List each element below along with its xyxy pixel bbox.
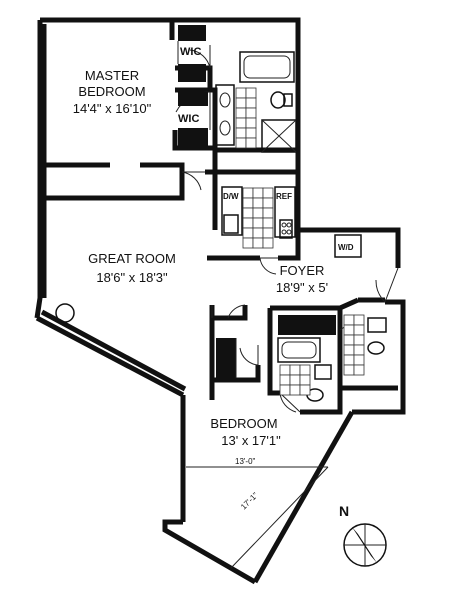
sink-icon (367, 317, 387, 333)
compass-needle-icon (352, 527, 377, 563)
compass: N (339, 503, 387, 567)
floor-tile (289, 384, 301, 396)
floor-tile (245, 87, 257, 99)
floor-tile (235, 117, 247, 129)
floor-tile (299, 364, 311, 376)
floor-tile (353, 364, 365, 376)
floor-tile (252, 197, 264, 209)
floor-tile (245, 97, 257, 109)
floor-tile (343, 324, 355, 336)
floor-tile (343, 344, 355, 356)
bedroom-closet (216, 338, 237, 378)
floor-tile (242, 197, 254, 209)
floor-tile (343, 314, 355, 326)
foyer-name: FOYER (280, 263, 325, 278)
floor-tile (252, 187, 264, 199)
sink-icon (314, 364, 332, 380)
floor-tile (235, 137, 247, 149)
cooktop-icon (279, 219, 293, 239)
dimension-lines: 13'-0" 17'-1" (186, 457, 329, 569)
wic-lower-label: WIC (178, 113, 199, 125)
floor-tile (242, 207, 254, 219)
master-bedroom-name: BEDROOM (78, 84, 145, 99)
master-bedroom-size: 14'4" x 16'10" (73, 101, 152, 116)
bathtub-icon (277, 337, 321, 363)
wic-upper-label: WIC (180, 46, 201, 58)
depth-dimension-line (230, 466, 329, 569)
floor-tile (353, 344, 365, 356)
floor-tile (245, 137, 257, 149)
floor-tile (242, 217, 254, 229)
bedroom-depth-dimension: 17'-1" (239, 491, 260, 512)
floor-tile (252, 227, 264, 239)
floor-tile (279, 384, 291, 396)
floor-tile (353, 324, 365, 336)
floor-tile (235, 127, 247, 139)
refrigerator-label: REF (276, 192, 292, 201)
second-bath-fixtures (277, 314, 387, 402)
floor-tile (289, 364, 301, 376)
dishwasher-label: D/W (223, 192, 239, 201)
toilet-icon (367, 341, 385, 355)
kitchen-counter (221, 186, 243, 236)
bedroom-name: BEDROOM (210, 416, 277, 431)
toilet-icon (270, 91, 286, 109)
bathtub-icon (239, 51, 295, 83)
floor-tile (289, 374, 301, 386)
floor-tile (262, 227, 274, 239)
room-labels: MASTER BEDROOM 14'4" x 16'10" GREAT ROOM… (73, 46, 328, 448)
shower-icon (261, 119, 297, 153)
wic-lower-shelving (178, 92, 208, 146)
wic-upper-shelving (177, 25, 206, 82)
floor-tile (279, 364, 291, 376)
washer-dryer-label: W/D (338, 243, 354, 252)
great-room-size: 18'6" x 18'3" (96, 270, 168, 285)
floor-tile (343, 334, 355, 346)
floor-tile (235, 107, 247, 119)
floor-tile (252, 217, 264, 229)
bedroom-width-dimension: 13'-0" (235, 457, 256, 466)
floor-tile (252, 237, 264, 249)
exterior-walls (34, 17, 406, 585)
floor-tile (279, 374, 291, 386)
floor-tile (262, 207, 274, 219)
floor-tile (262, 217, 274, 229)
floor-tile (343, 364, 355, 376)
floor-tile (252, 207, 264, 219)
floor-tile (262, 197, 274, 209)
floor-tile (242, 237, 254, 249)
vanity-icon (215, 84, 235, 146)
washer-dryer: W/D (334, 234, 362, 258)
floor-tile (245, 107, 257, 119)
sink-icon (219, 92, 231, 108)
kitchen: D/W REF (221, 186, 296, 249)
floor-tile (245, 127, 257, 139)
floor-tile (235, 97, 247, 109)
foyer-size: 18'9" x 5' (276, 280, 328, 295)
floor-tile (353, 314, 365, 326)
interior-walls (37, 20, 398, 415)
floor-tile (353, 354, 365, 366)
bedroom-size: 13' x 17'1" (221, 433, 281, 448)
floor-tile (242, 227, 254, 239)
column-icon (55, 303, 75, 323)
master-bedroom-name: MASTER (85, 68, 139, 83)
floor-tile (299, 374, 311, 386)
floor-tile (299, 384, 311, 396)
floor-tile (262, 237, 274, 249)
north-label: N (339, 503, 349, 519)
floor-tile (242, 187, 254, 199)
great-room-name: GREAT ROOM (88, 251, 176, 266)
kitchen-sink-icon (223, 214, 239, 234)
floor-tile (245, 117, 257, 129)
floor-tile (262, 187, 274, 199)
sink-icon (219, 120, 231, 136)
master-bath-fixtures (215, 51, 297, 153)
floor-tile (353, 334, 365, 346)
floor-tile (343, 354, 355, 366)
floor-tile (235, 87, 247, 99)
